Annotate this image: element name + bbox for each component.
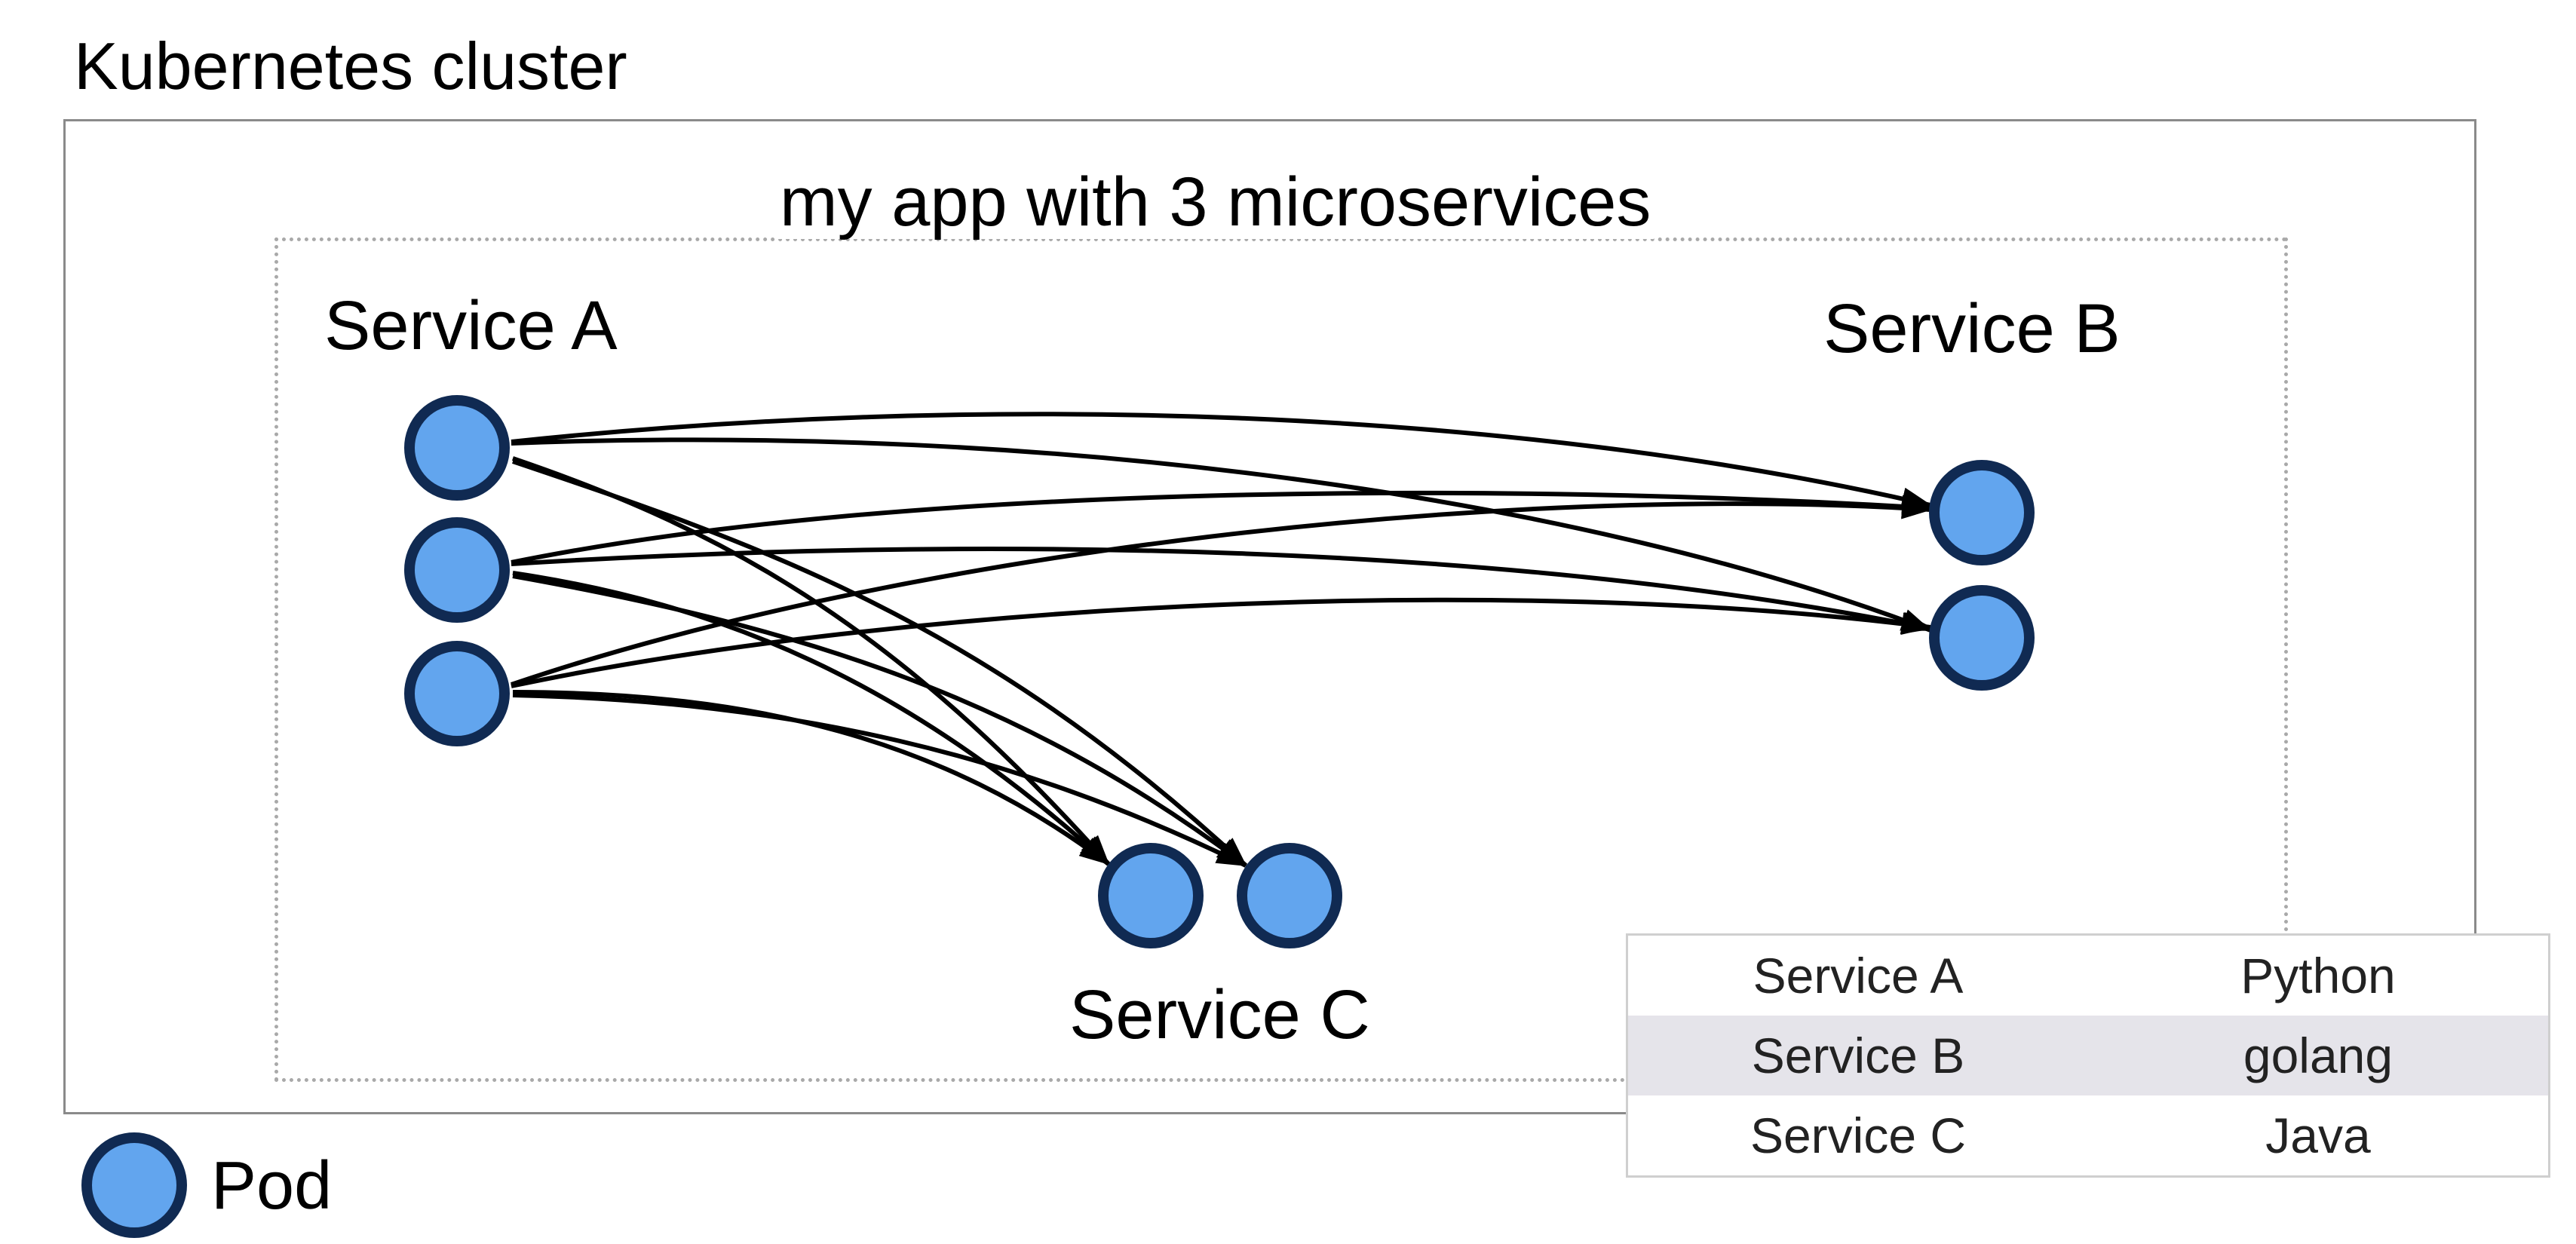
service-c-pods <box>1098 843 1342 948</box>
legend-pod-icon <box>81 1132 187 1238</box>
cluster-boundary <box>63 119 2476 1114</box>
table-row: Service B golang <box>1628 1016 2548 1095</box>
arrow-a2-b1 <box>511 490 1932 565</box>
table-cell-service: Service A <box>1753 948 1964 1003</box>
arrow-a2-b2 <box>511 547 1932 635</box>
table-row: Service C Java <box>1628 1095 2548 1175</box>
service-a-pods <box>404 395 510 746</box>
arrow-a3-c2 <box>512 693 1247 868</box>
pod-legend-icon <box>81 1132 187 1238</box>
table-cell-service: Service B <box>1751 1028 1965 1083</box>
pod-a3 <box>404 641 510 746</box>
app-boundary <box>274 237 2288 1082</box>
arrow-a3-c1 <box>512 690 1110 866</box>
arrow-a1-b2 <box>511 437 1932 633</box>
pod-a1 <box>404 395 510 501</box>
legend-pod-label: Pod <box>211 1148 333 1224</box>
table-row: Service A Python <box>1628 936 2548 1016</box>
table-cell-language: Python <box>2240 948 2396 1003</box>
arrow-a3-b1 <box>511 496 1932 687</box>
arrow-a1-b1 <box>511 412 1932 510</box>
pod-a2 <box>404 517 510 623</box>
arrow-a2-c2 <box>512 574 1247 868</box>
table-cell-service: Service C <box>1750 1108 1967 1163</box>
arrow-a1-c2 <box>512 459 1248 868</box>
pod-b2 <box>1929 585 2035 691</box>
service-c-label: Service C <box>1069 976 1370 1053</box>
language-table: Service A Python Service B golang Servic… <box>1626 933 2550 1178</box>
service-b-label: Service B <box>1823 290 2121 367</box>
table-cell-language: golang <box>2243 1028 2394 1083</box>
cluster-title: Kubernetes cluster <box>74 29 627 103</box>
app-title: my app with 3 microservices <box>777 166 1654 239</box>
pod-c2 <box>1237 843 1342 948</box>
service-b-pods <box>1929 460 2035 691</box>
arrows-a-to-c <box>512 456 1248 868</box>
arrow-a2-c1 <box>512 571 1111 866</box>
pod-b1 <box>1929 460 2035 565</box>
arrows-a-to-b <box>511 412 1932 688</box>
table-cell-language: Java <box>2265 1108 2371 1163</box>
arrow-a3-b2 <box>511 597 1932 688</box>
pod-c1 <box>1098 843 1204 948</box>
service-a-label: Service A <box>324 287 618 364</box>
